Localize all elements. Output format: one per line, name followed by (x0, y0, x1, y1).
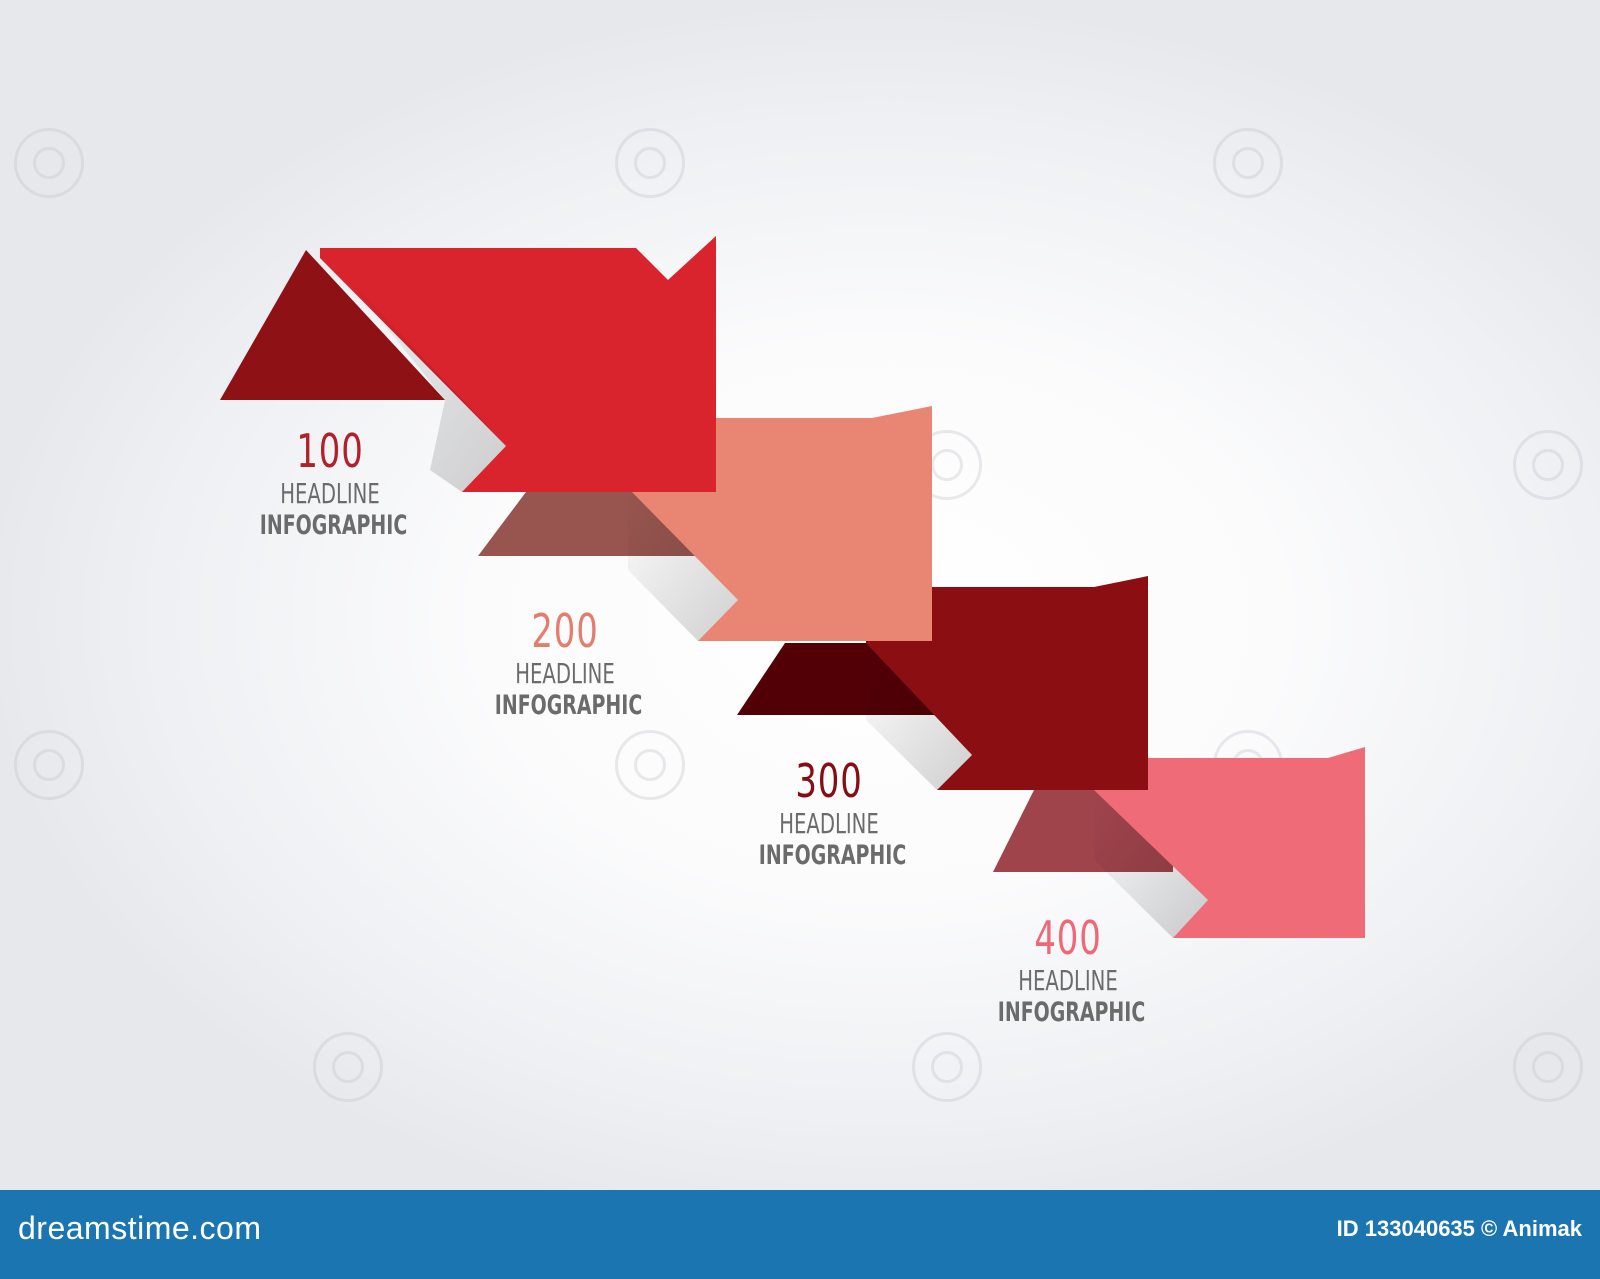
step-headline: HEADLINE (515, 657, 615, 690)
infographic-canvas: 100 HEADLINE INFOGRAPHIC 200 HEADLINE IN… (0, 0, 1600, 1190)
step-subtitle: INFOGRAPHIC (259, 510, 408, 541)
arrow-step-1 (220, 236, 716, 492)
step-label-2: 200 HEADLINE INFOGRAPHIC (475, 608, 655, 719)
arrow-4-body (1094, 747, 1365, 938)
step-subtitle: INFOGRAPHIC (997, 997, 1146, 1028)
step-subtitle: INFOGRAPHIC (758, 840, 907, 871)
step-number: 200 (531, 604, 599, 658)
step-subtitle: INFOGRAPHIC (494, 690, 643, 721)
arrow-1-shadow (340, 270, 506, 492)
arrow-2-shadow (628, 488, 738, 641)
step-number: 100 (296, 424, 364, 478)
step-headline: HEADLINE (280, 477, 380, 510)
step-label-3: 300 HEADLINE INFOGRAPHIC (739, 758, 919, 869)
arrow-3-body (866, 576, 1148, 790)
footer-bar: dreamstime.com ID 133040635 © Animak (0, 1190, 1600, 1279)
arrow-step-3 (737, 576, 1148, 790)
step-number: 300 (795, 754, 863, 808)
arrow-1-fold (220, 250, 445, 400)
step-headline: HEADLINE (1018, 964, 1118, 997)
footer-image-id: ID 133040635 © Animak (1336, 1216, 1582, 1241)
footer-logo[interactable]: dreamstime.com (18, 1210, 262, 1246)
arrow-step-4 (993, 747, 1365, 938)
step-headline: HEADLINE (779, 807, 879, 840)
arrow-1-body (320, 236, 716, 492)
step-label-1: 100 HEADLINE INFOGRAPHIC (240, 428, 420, 539)
arrow-4-shadow (1094, 790, 1208, 938)
step-number: 400 (1034, 911, 1102, 965)
step-label-4: 400 HEADLINE INFOGRAPHIC (978, 915, 1158, 1026)
arrow-steps-diagram (220, 236, 1365, 938)
arrow-3-shadow (866, 643, 972, 790)
